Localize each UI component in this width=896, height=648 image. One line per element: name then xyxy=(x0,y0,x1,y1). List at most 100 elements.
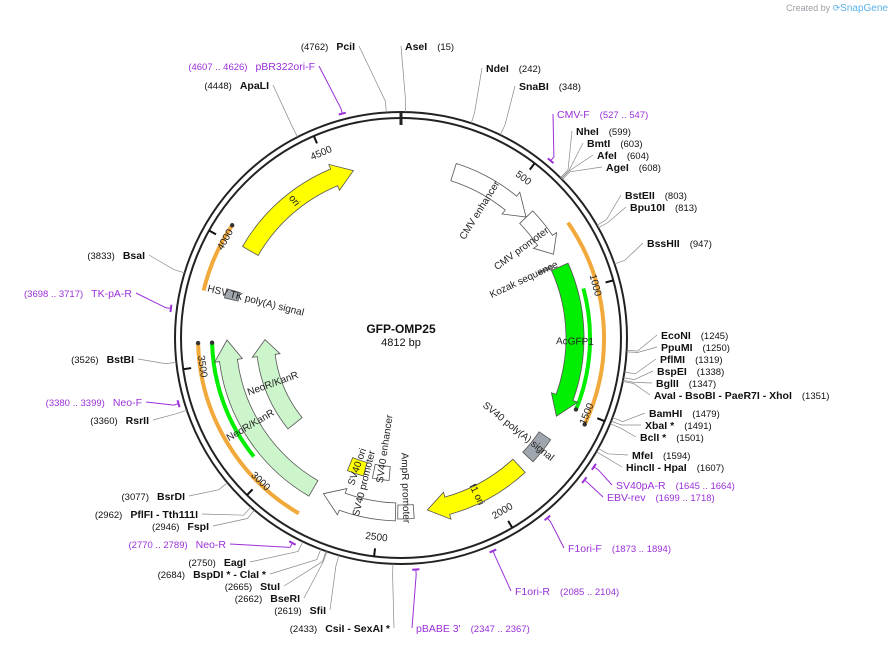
site-leader xyxy=(626,334,658,352)
site-position: (603) xyxy=(620,139,642,150)
site-name: SfiI xyxy=(310,605,326,617)
site-name: EagI xyxy=(224,557,246,569)
site-position: (4762) xyxy=(301,42,328,53)
site-label: AfeI(604) xyxy=(597,150,649,162)
site-position: (608) xyxy=(639,163,661,174)
site-leader xyxy=(470,67,483,124)
site-leader xyxy=(148,254,185,274)
primer-range: (527 .. 547) xyxy=(600,110,649,121)
site-leader xyxy=(201,506,252,516)
site-label: (2619)SfiI xyxy=(274,605,326,617)
primer-leader xyxy=(492,550,512,592)
site-label: AvaI - BsoBI - PaeR7I - XhoI(1351) xyxy=(654,390,829,402)
site-position: (3077) xyxy=(122,492,149,503)
feature-cmv-promoter xyxy=(519,210,558,255)
orf-end-marker xyxy=(573,407,579,412)
site-name: PciI xyxy=(336,41,355,53)
primer-range: (1699 .. 1718) xyxy=(656,493,715,504)
primer-range: (2770 .. 2789) xyxy=(129,540,188,551)
primer-leader xyxy=(318,65,343,114)
site-label: (2962)PflFI - Tth111I xyxy=(95,509,198,521)
feature-sv40-ori xyxy=(346,457,368,477)
tick-mark xyxy=(528,162,536,171)
primer-label: EBV-rev(1699 .. 1718) xyxy=(607,492,715,504)
site-name: Bpu10I xyxy=(630,202,665,214)
tick-mark xyxy=(183,367,192,371)
site-position: (1607) xyxy=(697,463,724,474)
site-label: NheI(599) xyxy=(576,126,631,138)
site-position: (1491) xyxy=(684,421,711,432)
site-leader xyxy=(358,45,387,113)
feature-hsv-tk-poly-a-signal xyxy=(224,288,241,302)
site-label: BamHI(1479) xyxy=(649,408,720,420)
site-name: BssHII xyxy=(647,238,680,250)
site-leader xyxy=(212,509,255,527)
site-label: AgeI(608) xyxy=(606,162,661,174)
tick-label: 500 xyxy=(513,169,533,188)
orf-bar xyxy=(566,221,606,426)
site-name: MfeI xyxy=(632,450,653,462)
site-position: (947) xyxy=(690,239,712,250)
feature-f1-ori xyxy=(426,458,526,520)
site-position: (3360) xyxy=(90,416,117,427)
feature-sv40-poly-a-signal xyxy=(522,431,552,463)
orf-layer xyxy=(195,221,606,516)
primer-leader xyxy=(547,517,565,549)
site-label: EcoNI(1245) xyxy=(661,330,728,342)
orf-bar xyxy=(574,287,592,411)
primer-mark xyxy=(176,399,181,408)
site-label: (3526)BstBI xyxy=(71,354,134,366)
feature-ampr-promoter xyxy=(397,504,415,520)
primer-range: (1645 .. 1664) xyxy=(676,481,735,492)
primer-leader xyxy=(229,542,293,548)
primer-leader xyxy=(584,479,604,498)
site-name: AseI xyxy=(405,41,427,53)
site-leader xyxy=(598,448,629,456)
primer-name: SV40pA-R xyxy=(616,480,666,492)
site-name: BstEII xyxy=(625,190,655,202)
primer-range: (3698 .. 3717) xyxy=(24,289,83,300)
site-name: NheI xyxy=(576,126,599,138)
primer-name: Neo-R xyxy=(196,539,227,551)
site-label: BclI *(1501) xyxy=(640,432,704,444)
primer-mark xyxy=(288,540,297,546)
orf-bar xyxy=(210,342,256,458)
site-name: BmtI xyxy=(587,138,610,150)
site-name: EcoNI xyxy=(661,330,691,342)
site-leader xyxy=(624,358,657,375)
site-leader xyxy=(269,549,322,575)
primer-leader xyxy=(135,292,171,309)
site-leader xyxy=(249,541,304,563)
site-position: (4448) xyxy=(204,81,231,92)
site-leader xyxy=(561,154,594,179)
site-leader xyxy=(612,412,646,422)
site-leader xyxy=(609,423,637,438)
site-name: PflMI xyxy=(660,354,685,366)
site-label: (2433)CsiI - SexAI * xyxy=(290,623,391,635)
site-label: BstEII(803) xyxy=(625,190,687,202)
tick-mark xyxy=(596,417,606,423)
site-leader xyxy=(272,84,298,138)
primer-range: (4607 .. 4626) xyxy=(188,62,247,73)
site-position: (2684) xyxy=(158,570,185,581)
site-leader xyxy=(598,206,627,229)
site-leader xyxy=(561,166,603,180)
tick-mark xyxy=(246,488,254,496)
site-label: PflMI(1319) xyxy=(660,354,723,366)
site-position: (2962) xyxy=(95,510,122,521)
feature-sv40-enhancer xyxy=(371,463,391,481)
primer-range: (2347 .. 2367) xyxy=(471,624,530,635)
leader-lines xyxy=(135,45,658,629)
brand-name: SnapGene xyxy=(840,3,888,14)
feature-neor-kanr xyxy=(213,339,319,497)
primer-mark xyxy=(338,111,347,116)
site-label: (3360)RsrII xyxy=(90,415,149,427)
feature-neor-kanr xyxy=(251,338,303,430)
site-name: BseRI xyxy=(270,593,300,605)
site-position: (604) xyxy=(627,151,649,162)
primer-name: F1ori-R xyxy=(515,586,550,598)
site-position: (2433) xyxy=(290,624,317,635)
site-name: BstBI xyxy=(107,354,135,366)
tick-mark xyxy=(373,548,377,557)
